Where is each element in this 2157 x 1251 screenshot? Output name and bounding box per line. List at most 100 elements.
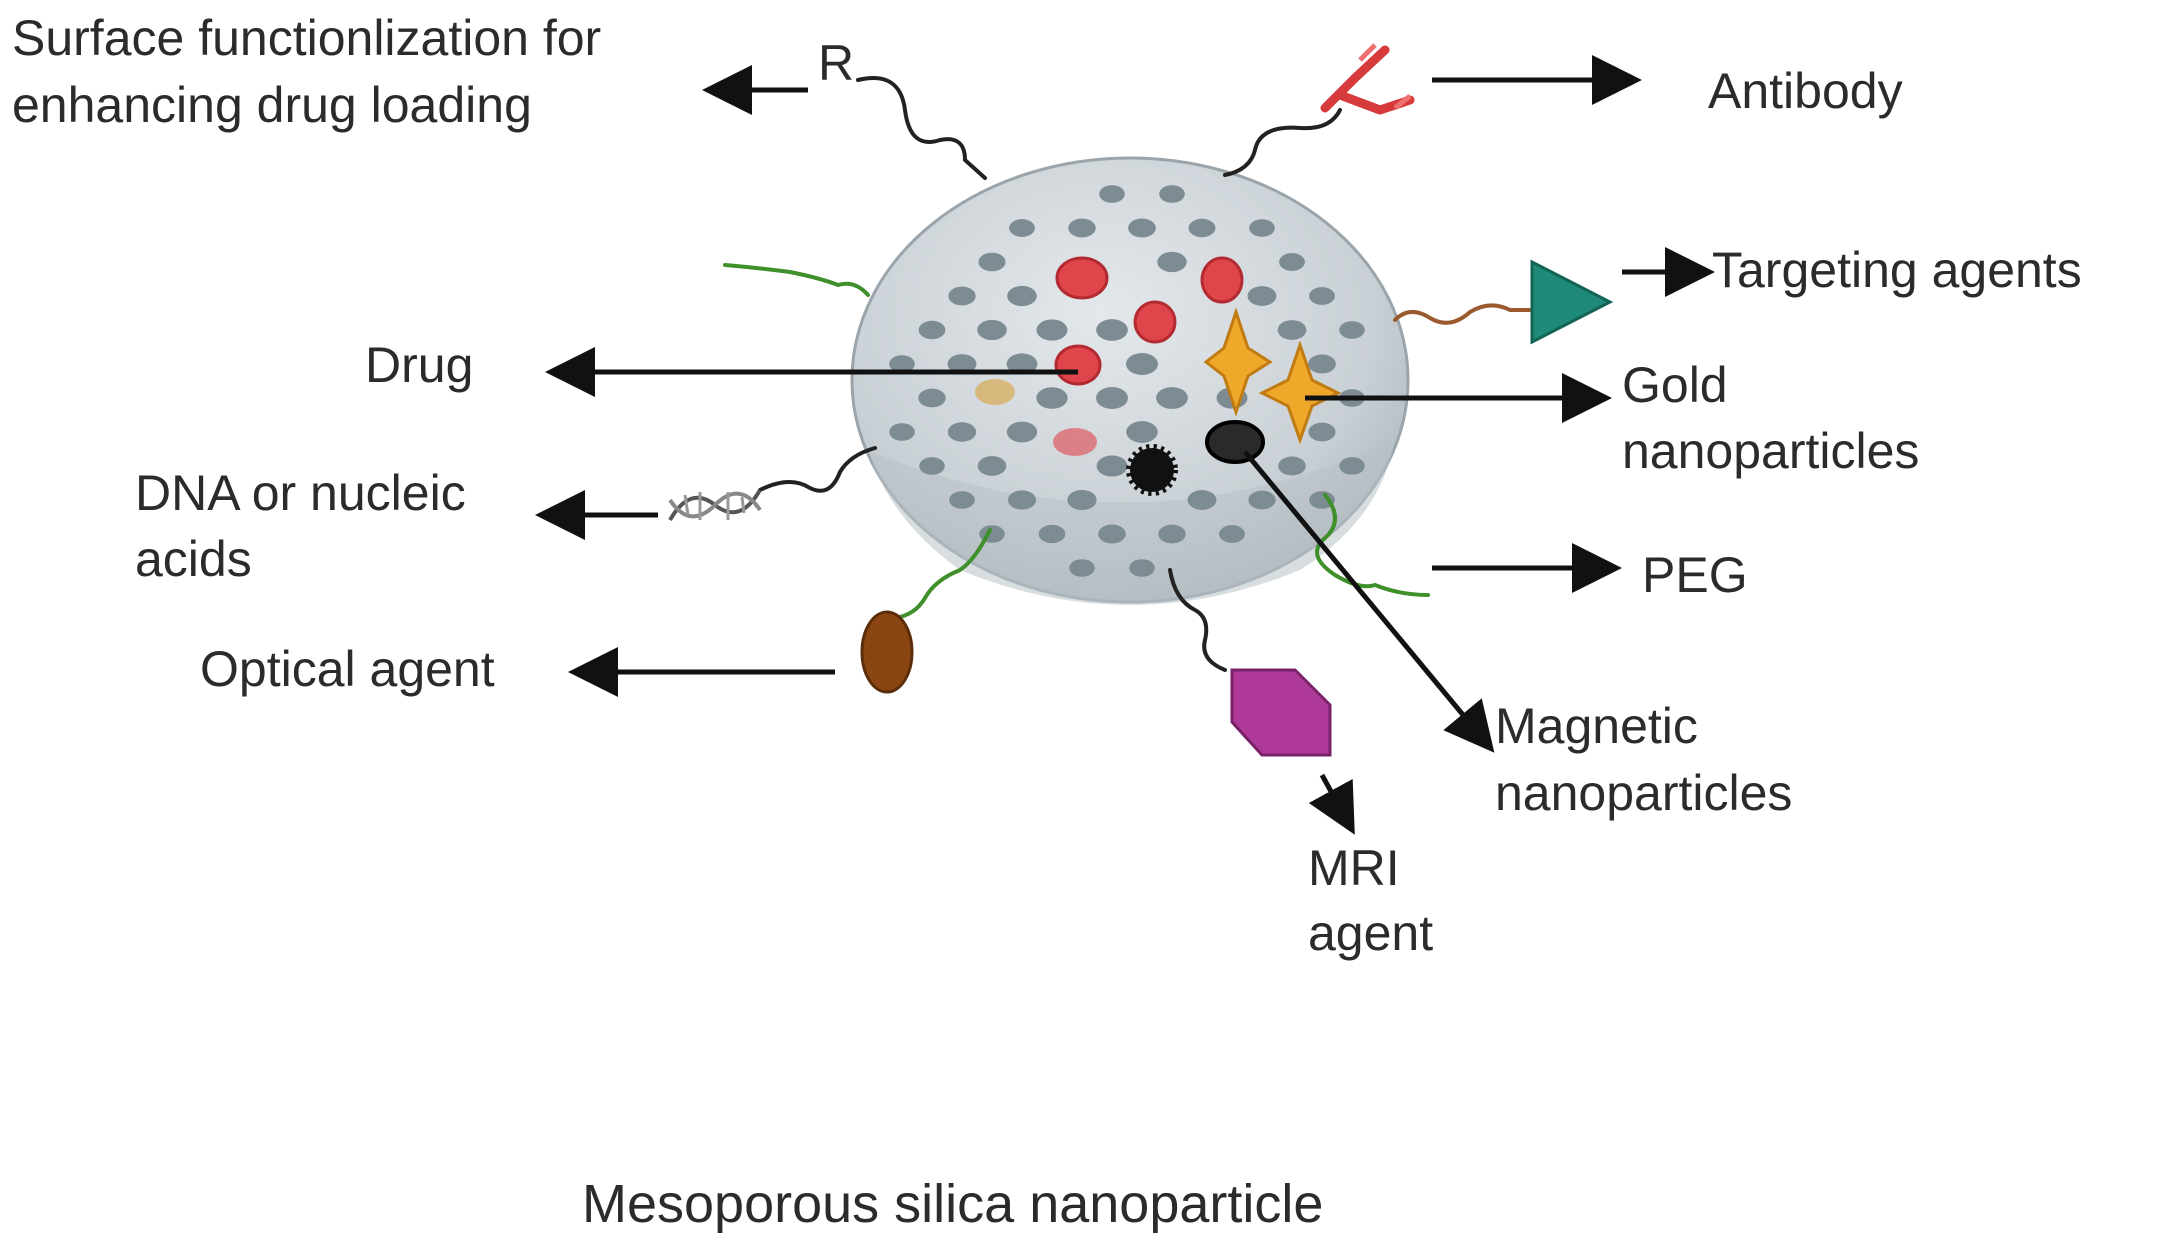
pore (1339, 457, 1365, 475)
pore (977, 319, 1007, 341)
pore (1308, 422, 1336, 442)
drug-molecule (1200, 256, 1244, 304)
optical-agent-icon (860, 610, 914, 694)
label-mri-line2: agent (1308, 905, 1433, 961)
tethers (723, 76, 1532, 672)
pore (1126, 353, 1158, 375)
pore (1219, 525, 1245, 543)
label-drug: Drug (365, 337, 473, 393)
arrows (535, 55, 1715, 835)
pore (1128, 218, 1156, 238)
targeting-tether (1393, 303, 1532, 325)
pore (948, 286, 976, 306)
pore (947, 422, 977, 442)
pore (1038, 524, 1066, 544)
drug-molecule (1054, 344, 1102, 386)
pore (1248, 490, 1276, 510)
magnetic-spiky-icon (1126, 444, 1178, 496)
label-antibody: Antibody (1708, 63, 1903, 119)
pore (1156, 387, 1188, 409)
peg-tether (1315, 493, 1430, 597)
magnetic-particle-icon (1205, 420, 1265, 464)
label-gold-line2: nanoparticles (1622, 423, 1919, 479)
pore (1277, 320, 1307, 340)
pore (977, 456, 1007, 476)
pore (1036, 387, 1068, 409)
pore (1007, 285, 1037, 307)
drug-molecule-faint (1053, 428, 1097, 456)
label-surface-line2: enhancing drug loading (12, 77, 532, 133)
small-cargo-faint (975, 379, 1015, 405)
gold-star-icon (1203, 307, 1273, 417)
pore (1247, 286, 1277, 306)
diagram-caption: Mesoporous silica nanoparticle (582, 1174, 1323, 1234)
label-dna-line1: DNA or nucleic (135, 465, 466, 521)
arrow-to-mri (1308, 773, 1355, 835)
nanoparticle (850, 156, 1410, 605)
label-magnetic-line2: nanoparticles (1495, 765, 1792, 821)
pore (918, 388, 946, 408)
pore (978, 252, 1006, 272)
attached-agents (668, 43, 1614, 757)
dna-tether (758, 446, 877, 493)
label-peg: PEG (1642, 547, 1748, 603)
dna-helix-icon (668, 488, 762, 522)
pore (1098, 524, 1126, 544)
pore (1096, 455, 1128, 477)
pore (919, 457, 945, 475)
pore (1308, 354, 1336, 374)
label-optical: Optical agent (200, 641, 495, 697)
pore (1309, 491, 1335, 509)
pore (1158, 524, 1186, 544)
targeting-agent-icon (1530, 259, 1614, 345)
pore (1309, 287, 1335, 305)
antibody-tether (1223, 108, 1342, 177)
label-dna-line2: acids (135, 531, 252, 587)
pore (1279, 253, 1305, 271)
pore (918, 320, 946, 340)
pore (1188, 218, 1216, 238)
pore (1339, 321, 1365, 339)
pore (1159, 185, 1185, 203)
pore (1096, 387, 1128, 409)
pore (1096, 319, 1128, 341)
r-group-tether (856, 76, 987, 180)
pore (1126, 421, 1158, 443)
arrow-to-magnetic (1243, 450, 1495, 753)
left-green-tether (723, 263, 870, 297)
pore (1099, 185, 1125, 203)
label-gold-line1: Gold (1622, 357, 1728, 413)
gold-nanoparticles (1203, 307, 1342, 445)
pore (1009, 219, 1035, 237)
pore (1007, 490, 1037, 510)
label-magnetic-line1: Magnetic (1495, 698, 1698, 754)
pore (889, 423, 915, 441)
sphere-shade-band (868, 440, 1395, 605)
pore (1187, 490, 1217, 510)
labels: Surface functionlization for enhancing d… (12, 10, 2082, 1234)
drug-molecule (1133, 300, 1177, 344)
label-surface-line1: Surface functionlization for (12, 10, 601, 66)
pore (947, 354, 977, 374)
pore (949, 491, 975, 509)
antibody-icon (1320, 43, 1415, 115)
pore (1278, 456, 1306, 476)
pore (1067, 489, 1097, 511)
pore (1036, 319, 1068, 341)
pore (1129, 559, 1155, 577)
pore (1249, 219, 1275, 237)
mri-tether (1168, 568, 1227, 672)
mri-agent-icon (1230, 668, 1332, 757)
gold-star-icon (1258, 340, 1342, 445)
pore (1006, 353, 1038, 375)
pore (1006, 421, 1038, 443)
pore (1068, 218, 1096, 238)
magnetic-nanoparticles (1126, 420, 1265, 496)
label-targeting: Targeting agents (1712, 242, 2082, 298)
drug-molecule (1055, 256, 1109, 300)
optical-tether (893, 528, 992, 620)
label-mri-line1: MRI (1308, 840, 1400, 896)
pore (1157, 251, 1187, 273)
pore (1069, 559, 1095, 577)
